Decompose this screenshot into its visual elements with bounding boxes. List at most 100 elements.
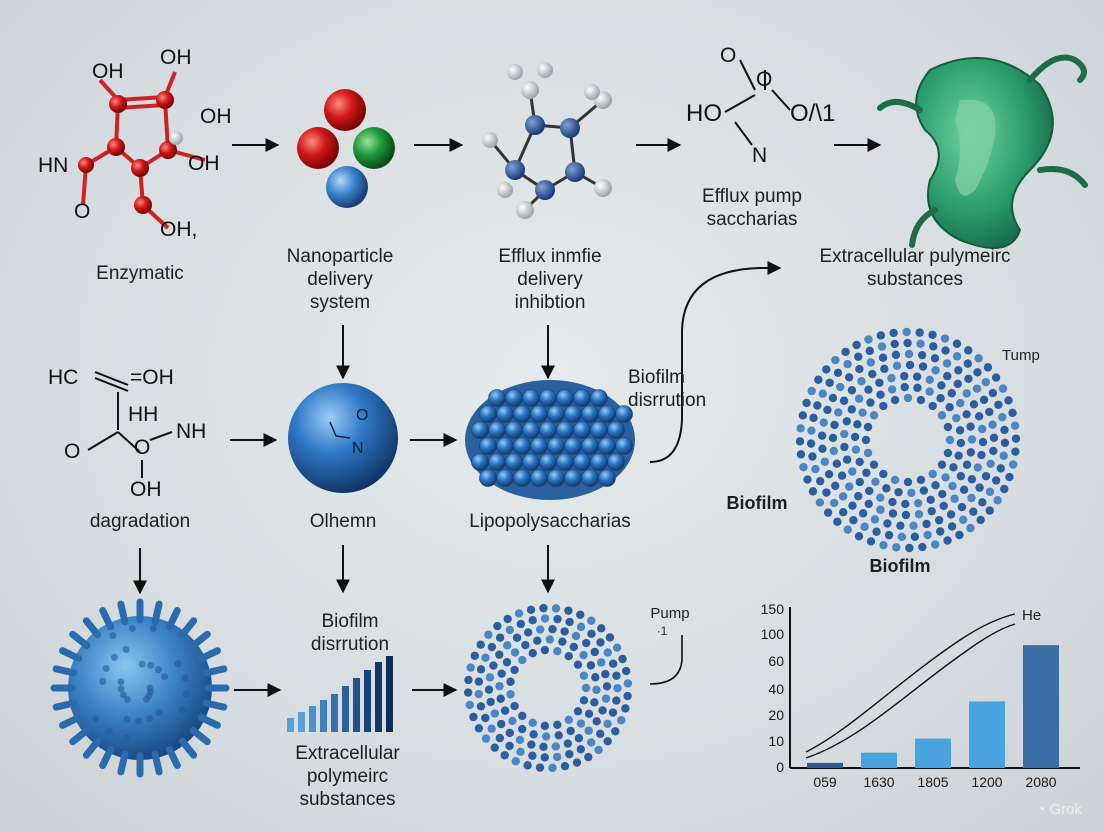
lps-bead [480,406,497,423]
biofilm-cell [900,372,908,380]
biofilm-cell [598,706,606,714]
biofilm-cell [533,637,541,645]
biofilm-cell [829,434,837,442]
biofilm-cell [496,734,504,742]
biofilm-cell [830,499,838,507]
biofilm-cell [986,488,994,496]
biofilm-cell [496,633,504,641]
biofilm-cell [928,470,936,478]
chem-ml-o: O [64,440,80,464]
biofilm-cell [822,365,830,373]
virus-spike [201,651,217,659]
biofilm-cell [845,373,853,381]
biofilm-cell [839,492,847,500]
biofilm-cell [848,467,856,475]
biofilm-cell [529,649,537,657]
biofilm-cell [931,481,939,489]
biofilm-cell [1001,439,1009,447]
biofilm-cell [858,408,866,416]
biofilm-cell [576,611,584,619]
lps-bead [514,438,531,455]
biofilm-cell [536,763,544,771]
biofilm-cell [855,532,863,540]
label-enzymatic: Enzymatic [60,262,220,285]
biofilm-cell [867,358,875,366]
biofilm-cell [475,677,483,685]
biofilm-cell [515,609,523,617]
biofilm-cell [488,643,496,651]
biofilm-cell [984,363,992,371]
label-pump-sub: ·1 [652,620,672,643]
biofilm-cell [992,373,1000,381]
biofilm-cell [597,658,605,666]
biofilm-ring-right [796,328,1020,552]
biofilm-cell [1011,421,1019,429]
biofilm-cell [573,758,581,766]
biofilm-cell [582,684,590,692]
chem-tr-ho: HO [686,100,722,128]
biofilm-cell [841,348,849,356]
biofilm-cell [517,620,525,628]
virus-spike [121,604,125,622]
biofilm-cell [852,341,860,349]
biofilm-cell [1008,409,1016,417]
chart-bar [969,701,1005,768]
lps-bead [574,454,591,471]
biofilm-cell [864,423,872,431]
biofilm-cell [495,682,503,690]
biofilm-cell [1000,452,1008,460]
biofilm-cell [999,384,1007,392]
biofilm-cell [994,401,1002,409]
biofilm-cell [979,438,987,446]
virus-shape [54,602,226,774]
lps-bead [523,454,540,471]
biofilm-cell [546,635,554,643]
biofilm-cell [825,379,833,387]
biofilm-cell [966,422,974,430]
biofilm-cell [539,604,547,612]
chem-tr-o1: O [720,44,736,68]
biofilm-cell [594,746,602,754]
lps-bead [548,438,565,455]
lps-bead [480,438,497,455]
olhemn-sphere [288,383,398,493]
biofilm-cell [823,406,831,414]
lps-bead [591,390,608,407]
biofilm-cell [621,704,629,712]
biofilm-cell [931,354,939,362]
biofilm-cell [808,452,816,460]
virus-dot [118,685,125,692]
lps-bead [599,406,616,423]
biofilm-cell [916,340,924,348]
biofilm-cell [938,460,946,468]
biofilm-cell [587,630,595,638]
biofilm-cell [919,362,927,370]
biofilm-cell [982,378,990,386]
biofilm-cell [591,648,599,656]
biofilm-cell [967,448,975,456]
biofilm-cell [887,374,895,382]
virus-spike [206,669,224,673]
biofilm-cell [928,402,936,410]
virus-spike [182,741,193,755]
biofilm-cell [527,740,535,748]
biofilm-cell [564,606,572,614]
biofilm-cell [565,652,573,660]
biofilm-cell [796,437,804,445]
biofilm-cell [606,633,614,641]
virus-spike [170,611,178,627]
biofilm-cell [497,720,505,728]
biofilm-cell [937,381,945,389]
biofilm-ring-bottom [464,604,632,772]
biofilm-cell [510,666,518,674]
lps-bead [489,390,506,407]
biofilm-cell [885,531,893,539]
biofilm-cell [572,632,580,640]
biofilm-cell [973,385,981,393]
chem-oh-right: OH [200,105,232,129]
biofilm-cell [900,383,908,391]
biofilm-cell [818,445,826,453]
biofilm-cell [848,386,856,394]
biofilm-cell [493,622,501,630]
biofilm-cell [811,465,819,473]
